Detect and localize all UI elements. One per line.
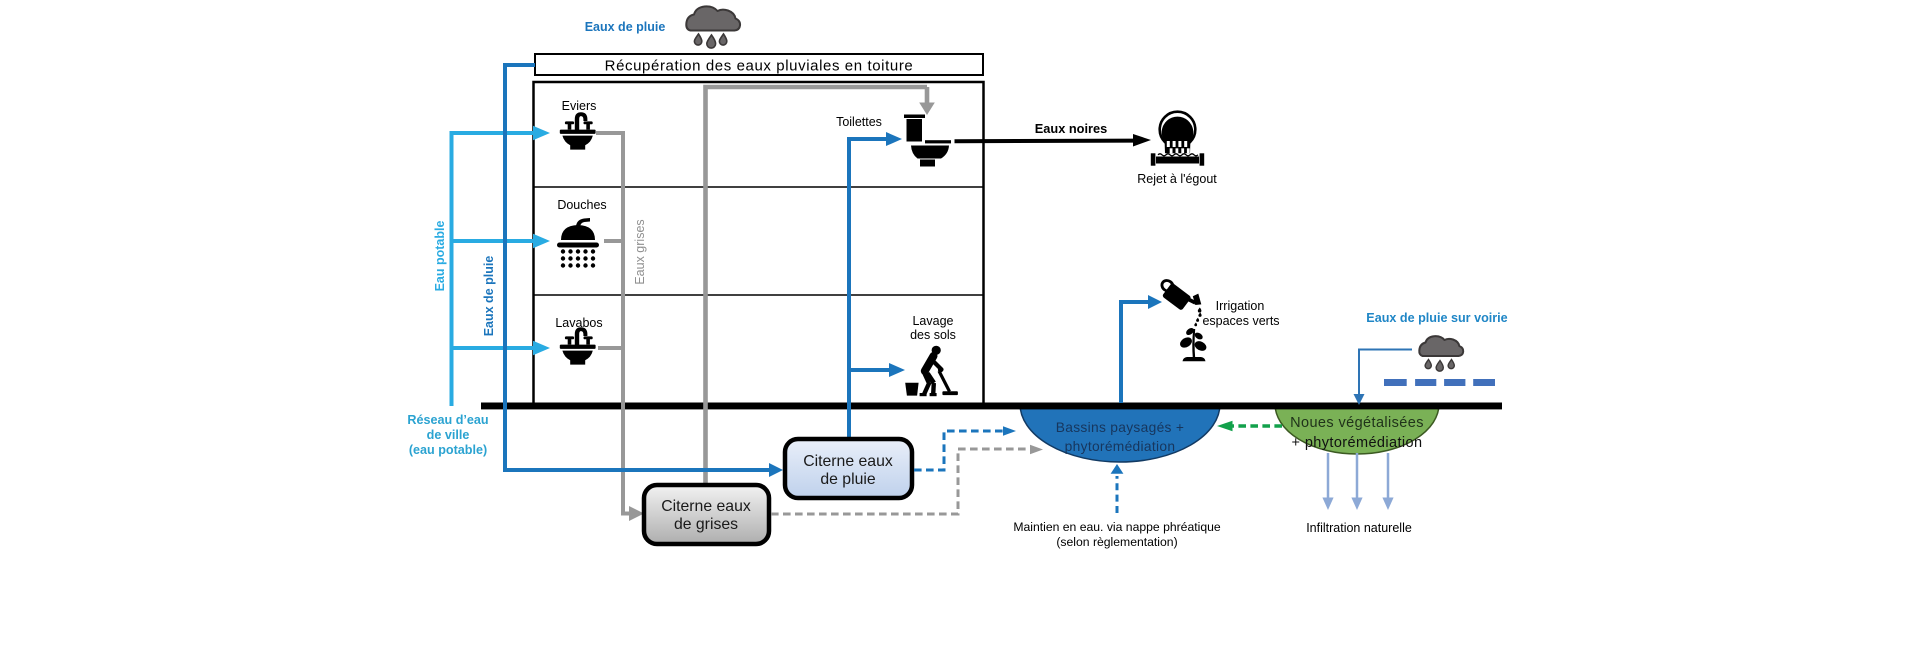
svg-text:Eaux de pluie sur voirie: Eaux de pluie sur voirie [1366,311,1507,325]
svg-text:Récupération des eaux pluviale: Récupération des eaux pluviales en toitu… [605,57,914,74]
svg-text:Douches: Douches [557,198,606,212]
svg-text:espaces verts: espaces verts [1202,314,1279,328]
svg-text:(eau potable): (eau potable) [409,443,487,457]
svg-text:Eviers: Eviers [562,99,597,113]
svg-text:Citerne eaux: Citerne eaux [803,453,893,470]
svg-text:Irrigation: Irrigation [1216,299,1265,313]
svg-text:Maintien en eau. via nappe phr: Maintien en eau. via nappe phréatique [1013,520,1221,534]
svg-text:Bassins paysagés +: Bassins paysagés + [1056,420,1185,435]
svg-text:de ville: de ville [427,428,470,442]
svg-text:phytorémédiation: phytorémédiation [1065,439,1176,454]
svg-text:Lavabos: Lavabos [555,316,602,330]
svg-text:Eaux noires: Eaux noires [1035,121,1108,136]
svg-text:des sols: des sols [910,328,956,342]
svg-text:Infiltration naturelle: Infiltration naturelle [1306,521,1412,535]
svg-text:de grises: de grises [674,516,738,533]
svg-text:(selon règlementation): (selon règlementation) [1056,535,1177,549]
svg-text:Eaux de pluie: Eaux de pluie [482,256,496,337]
svg-text:Eaux de pluie: Eaux de pluie [585,20,666,34]
svg-text:Eaux grises: Eaux grises [633,219,647,284]
svg-text:+ phytorémédiation: + phytorémédiation [1292,435,1423,451]
svg-text:Eau potable: Eau potable [433,221,447,292]
svg-text:Toilettes: Toilettes [836,115,882,129]
svg-text:Lavage: Lavage [912,314,953,328]
svg-text:Rejet à l'égout: Rejet à l'égout [1137,172,1217,186]
svg-text:Citerne eaux: Citerne eaux [661,498,751,515]
svg-text:Noues végétalisées: Noues végétalisées [1290,415,1424,431]
svg-text:de pluie: de pluie [820,471,876,488]
svg-text:Réseau d’eau: Réseau d’eau [407,413,488,427]
